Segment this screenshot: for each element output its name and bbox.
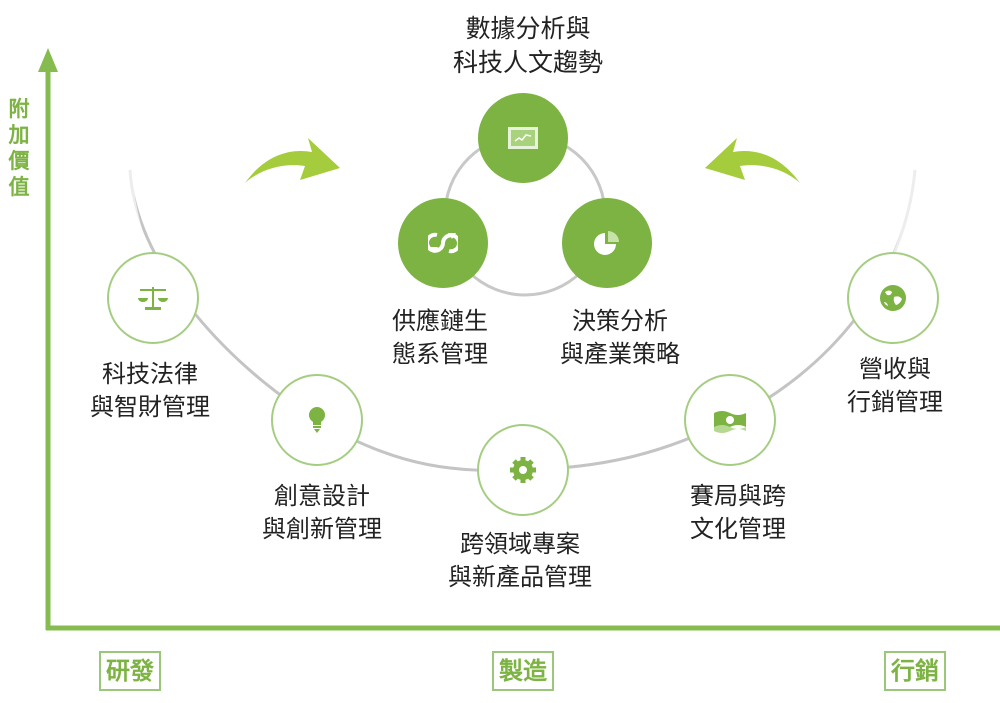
stage-manufacturing: 製造 bbox=[492, 651, 554, 691]
core-node-supply-chain[interactable] bbox=[398, 198, 488, 288]
core-node-decision-analysis[interactable] bbox=[562, 198, 652, 288]
curved-arrow-right-icon bbox=[245, 138, 340, 183]
label-revenue-marketing: 營收與行銷管理 bbox=[847, 355, 943, 416]
gear-icon bbox=[510, 457, 536, 483]
label-creative-design: 創意設計與創新管理 bbox=[262, 482, 382, 543]
node-creative-design[interactable] bbox=[271, 374, 363, 466]
globe-icon bbox=[880, 285, 906, 311]
scales-icon bbox=[138, 287, 168, 310]
stage-marketing: 行銷 bbox=[884, 651, 946, 691]
core-node-data-analysis[interactable] bbox=[478, 93, 568, 183]
money-icon bbox=[714, 411, 746, 433]
y-axis-arrow-icon bbox=[38, 48, 58, 72]
label-data-analysis: 數據分析與科技人文趨勢 bbox=[452, 14, 604, 77]
stage-rd: 研發 bbox=[99, 651, 161, 691]
label-supply-chain: 供應鏈生態系管理 bbox=[392, 307, 488, 368]
label-tech-law: 科技法律與智財管理 bbox=[90, 360, 210, 421]
label-cross-domain-project: 跨領域專案與新產品管理 bbox=[448, 530, 592, 591]
y-axis-label: 附加價值 bbox=[8, 97, 30, 199]
node-tech-law[interactable] bbox=[107, 252, 199, 344]
node-game-culture[interactable] bbox=[684, 374, 776, 466]
node-revenue-marketing[interactable] bbox=[847, 252, 939, 344]
cycle-arrows-icon bbox=[428, 232, 458, 254]
curved-arrow-left-icon bbox=[705, 138, 800, 183]
label-game-culture: 賽局與跨文化管理 bbox=[690, 482, 786, 543]
node-cross-domain-project[interactable] bbox=[477, 424, 569, 516]
pie-chart-icon bbox=[594, 231, 619, 255]
lightbulb-icon bbox=[309, 407, 325, 433]
label-decision-analysis: 決策分析與產業策略 bbox=[560, 307, 680, 368]
line-chart-icon bbox=[508, 127, 538, 149]
